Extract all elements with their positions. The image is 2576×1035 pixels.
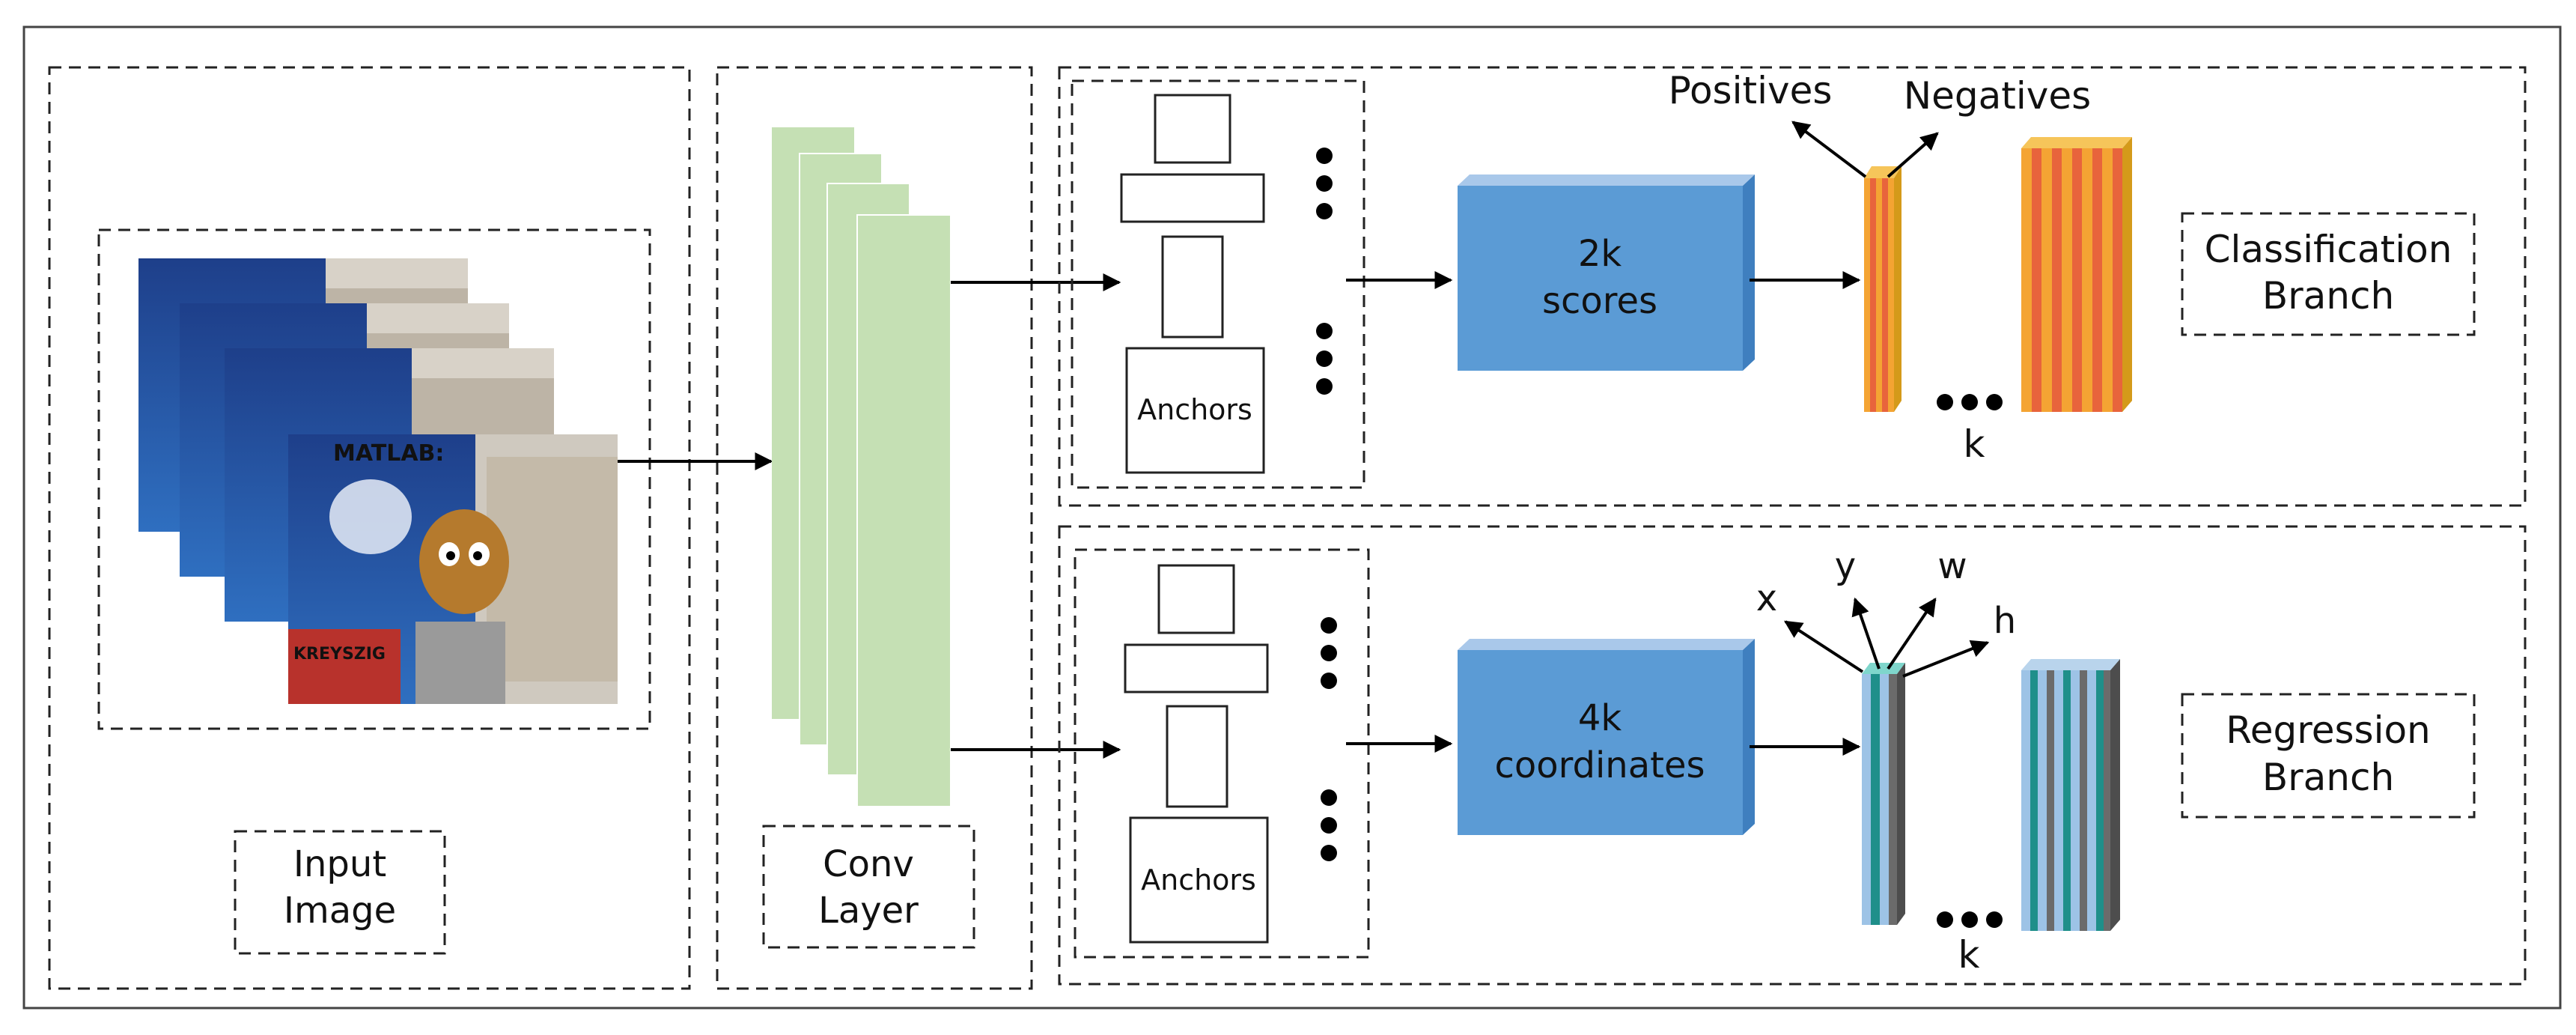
photo-4 — [288, 434, 618, 704]
reg-k-dots — [1937, 911, 2003, 928]
classification-panel — [1058, 66, 2527, 507]
cls-anchor-boxes — [1120, 94, 1265, 474]
coord-w-label: w — [1937, 545, 1967, 587]
arrow-y — [1851, 597, 1881, 670]
book-author-text: KREYSZIG — [293, 645, 386, 664]
cls-box-label-2: scores — [1542, 280, 1657, 322]
reg-k-label: k — [1958, 933, 1980, 977]
conv-layer-label-2: Layer — [818, 890, 919, 932]
input-image-stack — [138, 258, 618, 704]
cls-branch-label-2: Branch — [2262, 274, 2394, 318]
coord-x-label: x — [1756, 577, 1777, 619]
cls-branch-label-box — [2181, 212, 2476, 336]
outer-frame — [22, 25, 2562, 1010]
arrow-negatives — [1887, 132, 1939, 178]
arrow-h — [1902, 640, 1990, 678]
cls-branch-label-1: Classification — [2205, 228, 2452, 271]
input-image-label-1: Input — [293, 843, 386, 885]
book-title-text: MATLAB: — [333, 440, 444, 467]
image-stack-frame — [97, 228, 651, 730]
cls-output-2 — [2021, 137, 2132, 412]
positives-label: Positives — [1669, 69, 1833, 112]
conv-layer-label-box — [762, 825, 975, 949]
conv-layer-label-1: Conv — [823, 843, 914, 885]
conv-layer-stack — [772, 127, 951, 807]
input-panel — [48, 66, 691, 990]
coord-h-label: h — [1994, 600, 2016, 642]
reg-branch-label-2: Branch — [2262, 756, 2394, 799]
reg-anchors-label: Anchors — [1141, 863, 1256, 896]
coord-y-label: y — [1835, 545, 1856, 587]
negatives-label: Negatives — [1904, 74, 2091, 118]
arrow-w — [1887, 598, 1937, 670]
regression-panel — [1058, 525, 2527, 986]
conv-panel — [716, 66, 1033, 990]
reg-output-2 — [2021, 659, 2120, 931]
reg-branch-label-1: Regression — [2226, 708, 2431, 752]
cls-k-label: k — [1964, 422, 1985, 466]
arrow-x — [1783, 620, 1864, 673]
cls-k-dots — [1937, 394, 2003, 410]
arrow-positives — [1791, 121, 1867, 178]
reg-branch-label-box — [2181, 693, 2476, 819]
cls-output-1 — [1864, 166, 1901, 412]
reg-anchor-boxes — [1124, 564, 1269, 944]
reg-coords-box — [1458, 639, 1755, 835]
reg-anchors-panel — [1074, 548, 1370, 959]
reg-box-label-1: 4k — [1578, 697, 1622, 739]
cls-box-label-1: 2k — [1578, 233, 1622, 275]
cls-scores-box — [1458, 174, 1755, 371]
reg-output-1 — [1862, 663, 1905, 925]
input-image-label-2: Image — [284, 890, 396, 932]
reg-dots — [1321, 617, 1337, 861]
reg-box-label-2: coordinates — [1494, 744, 1705, 786]
input-image-label-box — [234, 830, 446, 955]
cls-anchors-panel — [1071, 79, 1365, 489]
cls-dots — [1316, 148, 1333, 395]
cls-anchors-label: Anchors — [1137, 393, 1252, 426]
